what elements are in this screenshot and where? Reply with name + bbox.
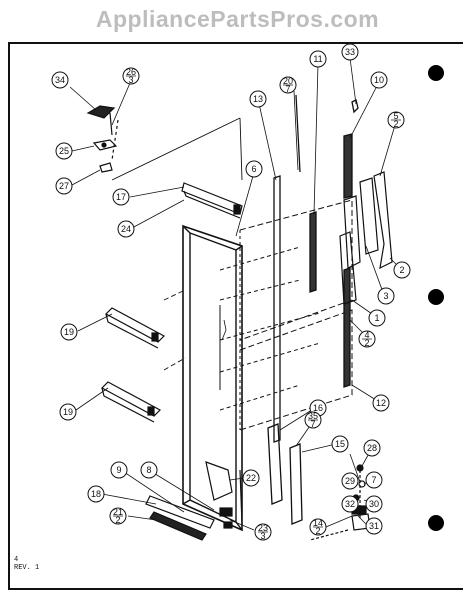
callout-34: 34	[51, 71, 69, 89]
punch-hole-middle	[428, 289, 444, 305]
callout-27: 27	[55, 177, 73, 195]
top-hinge-assembly	[86, 105, 243, 181]
callout-number: 30	[369, 499, 379, 509]
callout-number: 26	[126, 67, 136, 77]
door-handle-parts	[339, 171, 393, 305]
page-border	[8, 42, 463, 590]
callout-number: 17	[116, 192, 126, 202]
revision-label: REV. 1	[14, 564, 40, 572]
callout-35: 357	[304, 411, 322, 429]
callout-number: 28	[367, 443, 377, 453]
callout-31: 31	[365, 517, 383, 535]
callout-26: 263	[122, 67, 140, 85]
callout-5: 52	[387, 111, 405, 129]
callout-number: 1	[374, 313, 379, 323]
callout-number: 32	[345, 499, 355, 509]
callout-23: 233	[254, 523, 272, 541]
callout-19b: 19	[59, 403, 77, 421]
callout-number: 24	[121, 224, 131, 234]
callout-quantity: 2	[364, 338, 369, 348]
callout-number: 27	[59, 181, 69, 191]
callout-number: 12	[376, 398, 386, 408]
callout-number: 33	[345, 47, 355, 57]
liner-panels	[219, 199, 353, 431]
callout-30: 30	[365, 495, 383, 513]
callout-number: 6	[251, 164, 256, 174]
top-door-bracket	[181, 182, 243, 219]
callout-number: 31	[369, 521, 379, 531]
callout-number: 15	[335, 439, 345, 449]
callout-number: 21	[113, 507, 123, 517]
callout-24: 24	[117, 220, 135, 238]
callout-number: 4	[364, 330, 369, 340]
callout-11: 11	[309, 50, 327, 68]
bottom-hinge-assembly	[145, 461, 243, 541]
callout-28: 28	[363, 439, 381, 457]
callout-number: 2	[399, 265, 404, 275]
callout-14: 142	[309, 518, 327, 536]
callout-number: 19	[64, 327, 74, 337]
callout-number: 35	[308, 411, 318, 421]
callout-number: 5	[393, 111, 398, 121]
callout-3: 3	[377, 287, 395, 305]
callout-number: 22	[246, 473, 256, 483]
callout-number: 11	[313, 54, 322, 64]
callout-number: 16	[313, 403, 323, 413]
callout-9: 9	[110, 461, 128, 479]
callout-22: 22	[242, 469, 260, 487]
page-number: 4	[14, 556, 19, 564]
callout-25: 25	[55, 142, 73, 160]
shelf-brackets	[101, 289, 186, 423]
punch-hole-top	[428, 65, 444, 81]
callout-1: 1	[368, 309, 386, 327]
callout-33: 33	[341, 43, 359, 61]
callout-2: 2	[393, 261, 411, 279]
callout-quantity: 3	[128, 75, 133, 85]
callout-29: 29	[341, 472, 359, 490]
callout-number: 8	[146, 465, 151, 475]
door-panel	[182, 224, 243, 532]
callout-number: 18	[91, 489, 101, 499]
callout-number: 19	[63, 407, 73, 417]
callout-number: 34	[55, 75, 65, 85]
callout-number: 3	[383, 291, 388, 301]
callout-number: 10	[374, 75, 384, 85]
callout-17: 17	[112, 188, 130, 206]
callout-19a: 19	[60, 323, 78, 341]
punch-hole-bottom	[428, 515, 444, 531]
callout-quantity: 7	[285, 84, 290, 94]
callout-number: 9	[116, 465, 121, 475]
callout-18: 18	[87, 485, 105, 503]
callout-6: 6	[245, 160, 263, 178]
callout-4: 42	[358, 330, 376, 348]
callout-quantity: 2	[315, 526, 320, 536]
callout-12: 12	[372, 394, 390, 412]
callout-7: 7	[365, 471, 383, 489]
callout-number: 20	[283, 76, 293, 86]
callout-quantity: 2	[393, 119, 398, 129]
callout-quantity: 3	[260, 531, 265, 541]
callout-number: 14	[313, 518, 323, 528]
callout-8: 8	[140, 461, 158, 479]
callout-number: 13	[253, 94, 263, 104]
callout-20: 207	[279, 76, 297, 94]
callout-quantity: 2	[115, 515, 120, 525]
callout-number: 23	[258, 523, 268, 533]
callout-number: 7	[371, 475, 376, 485]
callout-21: 212	[109, 507, 127, 525]
callout-number: 29	[345, 476, 355, 486]
callout-32: 32	[341, 495, 359, 513]
callout-10: 10	[370, 71, 388, 89]
lower-trim-strips	[267, 423, 303, 525]
callout-number: 25	[59, 146, 69, 156]
watermark: AppliancePartsPros.com	[95, 6, 380, 32]
callout-15: 15	[331, 435, 349, 453]
callout-13: 13	[249, 90, 267, 108]
callout-quantity: 7	[310, 419, 315, 429]
